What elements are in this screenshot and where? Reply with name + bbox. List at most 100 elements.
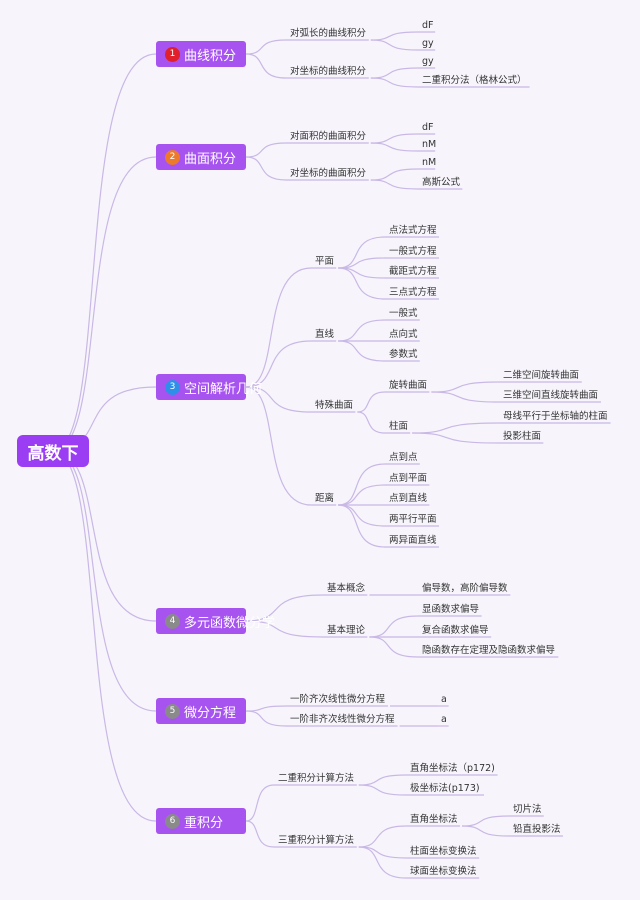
connector — [357, 411, 386, 434]
connector — [245, 820, 275, 848]
leaf-node[interactable]: gy — [422, 38, 434, 49]
leaf-node[interactable]: 切片法 — [513, 804, 542, 815]
leaf-node[interactable]: gy — [422, 56, 434, 67]
leaf-node[interactable]: 球面坐标变换法 — [410, 866, 477, 877]
branch-label: 曲面积分 — [184, 151, 237, 167]
connector — [245, 705, 287, 712]
leaf-node[interactable]: a — [441, 694, 447, 705]
topic-node[interactable]: 特殊曲面 — [315, 400, 354, 411]
connector — [370, 168, 419, 181]
leaf-node[interactable]: 极坐标法(p173) — [410, 783, 480, 794]
leaf-node[interactable]: 柱面 — [389, 421, 409, 432]
leaf-node[interactable]: 点法式方程 — [389, 225, 437, 236]
number-badge-icon: 5 — [165, 703, 180, 719]
topic-node[interactable]: 一阶非齐次线性微分方程 — [290, 714, 395, 725]
topic-node[interactable]: 对面积的曲面积分 — [290, 131, 367, 142]
leaf-node[interactable]: 柱面坐标变换法 — [410, 846, 477, 857]
connector — [245, 784, 275, 822]
topic-node[interactable]: 平面 — [315, 256, 335, 267]
leaf-node[interactable]: 一般式方程 — [389, 246, 437, 257]
leaf-node[interactable]: 二重积分法（格林公式） — [422, 75, 527, 86]
leaf-node[interactable]: 点到平面 — [389, 473, 428, 484]
connector — [338, 504, 386, 527]
leaf-node[interactable]: 高斯公式 — [422, 177, 461, 188]
leaf-node[interactable]: 点向式 — [389, 329, 418, 340]
connector — [358, 825, 407, 848]
leaf-node[interactable]: 二维空间旋转曲面 — [503, 370, 580, 381]
leaf-node[interactable]: 复合函数求偏导 — [422, 625, 489, 636]
leaf-node[interactable]: 铅直投影法 — [513, 824, 561, 835]
connector — [338, 267, 386, 300]
branch-label: 重积分 — [184, 815, 224, 831]
connector — [52, 53, 157, 452]
leaf-node[interactable]: 一般式 — [389, 308, 418, 319]
leaf-node[interactable]: 两异面直线 — [389, 535, 437, 546]
leaf-node[interactable]: 旋转曲面 — [389, 380, 428, 391]
number-badge-icon: 3 — [165, 379, 180, 395]
connector — [245, 594, 324, 622]
number-badge-icon: 2 — [165, 149, 180, 165]
topic-node[interactable]: 基本理论 — [327, 625, 366, 636]
connector — [369, 615, 419, 638]
leaf-node[interactable]: dF — [422, 122, 434, 133]
topic-node[interactable]: 对弧长的曲线积分 — [290, 28, 367, 39]
leaf-node[interactable]: 参数式 — [389, 349, 418, 360]
leaf-node[interactable]: dF — [422, 20, 434, 31]
connector — [431, 391, 500, 403]
connector — [370, 77, 419, 88]
topic-node[interactable]: 对坐标的曲面积分 — [290, 168, 367, 179]
leaf-node[interactable]: 直角坐标法 — [410, 814, 458, 825]
connector — [358, 784, 407, 796]
branch-label: 空间解析几何 — [184, 381, 263, 397]
connector — [357, 391, 386, 413]
topic-node[interactable]: 距离 — [315, 493, 335, 504]
root-node[interactable]: 高数下 — [17, 435, 89, 467]
connector — [461, 825, 510, 837]
leaf-node[interactable]: nM — [422, 139, 437, 150]
topic-node[interactable]: 直线 — [315, 329, 335, 340]
number-badge-icon: 4 — [165, 613, 180, 629]
connector — [52, 156, 157, 452]
connector — [370, 142, 419, 152]
connector — [369, 636, 419, 658]
topic-node[interactable]: 一阶齐次线性微分方程 — [290, 694, 386, 705]
branch-label: 曲线积分 — [184, 48, 237, 64]
connector — [52, 450, 157, 822]
branch-label: 微分方程 — [184, 705, 237, 721]
topic-node[interactable]: 二重积分计算方法 — [278, 773, 355, 784]
connector — [338, 484, 386, 506]
topic-node[interactable]: 对坐标的曲线积分 — [290, 66, 367, 77]
connector — [245, 267, 312, 388]
leaf-node[interactable]: 点到点 — [389, 452, 418, 463]
connector — [370, 31, 419, 41]
leaf-node[interactable]: a — [441, 714, 447, 725]
leaf-node[interactable]: 投影柱面 — [503, 431, 542, 442]
topic-node[interactable]: 三重积分计算方法 — [278, 835, 355, 846]
leaf-node[interactable]: 母线平行于坐标轴的柱面 — [503, 411, 608, 422]
leaf-node[interactable]: 隐函数存在定理及隐函数求偏导 — [422, 645, 556, 656]
connector — [245, 710, 287, 727]
leaf-node[interactable]: 偏导数，高阶偏导数 — [422, 583, 508, 594]
leaf-node[interactable]: 直角坐标法（p172) — [410, 763, 495, 774]
leaf-node[interactable]: 点到直线 — [389, 493, 428, 504]
leaf-node[interactable]: 截距式方程 — [389, 266, 437, 277]
connector — [338, 340, 386, 362]
connector — [370, 39, 419, 51]
leaf-node[interactable]: nM — [422, 157, 437, 168]
connector — [245, 142, 287, 158]
leaf-node[interactable]: 两平行平面 — [389, 514, 437, 525]
connector — [338, 504, 386, 548]
connector — [245, 386, 312, 413]
leaf-node[interactable]: 显函数求偏导 — [422, 604, 480, 615]
leaf-node[interactable]: 三维空间直线旋转曲面 — [503, 390, 599, 401]
leaf-node[interactable]: 三点式方程 — [389, 287, 437, 298]
topic-node[interactable]: 基本概念 — [327, 583, 366, 594]
connector — [370, 179, 419, 190]
connector — [358, 774, 407, 786]
